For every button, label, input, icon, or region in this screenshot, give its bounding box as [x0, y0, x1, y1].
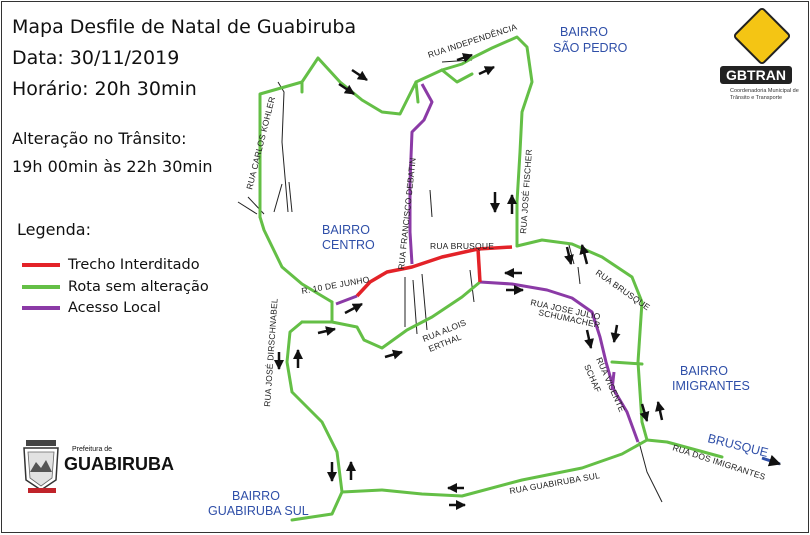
street-label: RUA INDEPENDÊNCIA — [427, 22, 519, 60]
street-label: RUA JOSÉ DIRSCHNABEL — [262, 298, 280, 407]
neighborhood-labels: BAIRRO SÃO PEDRO BAIRRO CENTRO BAIRRO IM… — [208, 25, 770, 518]
legend-swatch — [22, 306, 60, 310]
prefeitura-name: GUABIRUBA — [64, 454, 174, 474]
street-label: RUA BRUSQUE — [594, 267, 652, 312]
bairro-label: SÃO PEDRO — [553, 41, 628, 55]
legend-item-local: Acesso Local — [22, 298, 161, 318]
traffic-change-title: Alteração no Trânsito: — [12, 129, 187, 148]
bairro-label: GUABIRUBA SUL — [208, 504, 309, 518]
arrow — [655, 401, 665, 421]
bairro-label: BAIRRO — [560, 25, 608, 39]
local-access-routes — [335, 83, 640, 443]
arrow — [584, 329, 594, 349]
prefeitura-label: Prefeitura de — [72, 446, 113, 453]
traffic-change-period: 19h 00min às 22h 30min — [12, 157, 213, 176]
legend-item-open: Rota sem alteração — [22, 277, 209, 297]
secondary-streets — [237, 59, 663, 503]
street-label: RUA BRUSQUE — [430, 241, 494, 251]
arrow — [384, 349, 403, 360]
arrow — [351, 68, 368, 82]
arrow — [317, 326, 336, 336]
arrow — [579, 244, 590, 265]
gbtran-subtitle: Coordenadoria Municipal de Trânsito e Tr… — [730, 88, 799, 101]
legend-label: Rota sem alteração — [68, 279, 209, 295]
arrow — [478, 65, 495, 76]
legend-title: Legenda: — [17, 220, 91, 239]
traffic-sign-icon — [733, 7, 791, 65]
coat-of-arms-icon — [23, 440, 59, 493]
legend-label: Trecho Interditado — [68, 257, 200, 273]
green-routes — [258, 35, 724, 522]
legend-swatch — [22, 285, 60, 289]
arrow — [610, 324, 621, 343]
arrow — [338, 82, 355, 96]
bairro-label: BAIRRO — [232, 489, 280, 503]
bairro-label: CENTRO — [322, 238, 375, 252]
event-time: Horário: 20h 30min — [12, 78, 197, 100]
legend-item-closed: Trecho Interditado — [22, 255, 200, 275]
legend-label: Acesso Local — [68, 300, 161, 316]
arrow — [564, 246, 574, 265]
brusque-exit-arrow — [761, 454, 782, 467]
event-date: Data: 30/11/2019 — [12, 47, 180, 69]
map-title: Mapa Desfile de Natal de Guabiruba — [12, 16, 357, 38]
bairro-label: BAIRRO — [680, 364, 728, 378]
bairro-label: IMIGRANTES — [672, 379, 750, 393]
street-label: RUA FRANCISCO DEBATIN — [396, 157, 418, 270]
direction-arrows — [274, 53, 665, 510]
arrow — [344, 302, 363, 315]
bairro-label: BAIRRO — [322, 223, 370, 237]
arrow — [639, 403, 650, 422]
gbtran-logo: GBTRAN — [720, 66, 792, 84]
legend-swatch — [22, 263, 60, 267]
closed-route — [355, 245, 513, 298]
arrow — [456, 53, 473, 63]
